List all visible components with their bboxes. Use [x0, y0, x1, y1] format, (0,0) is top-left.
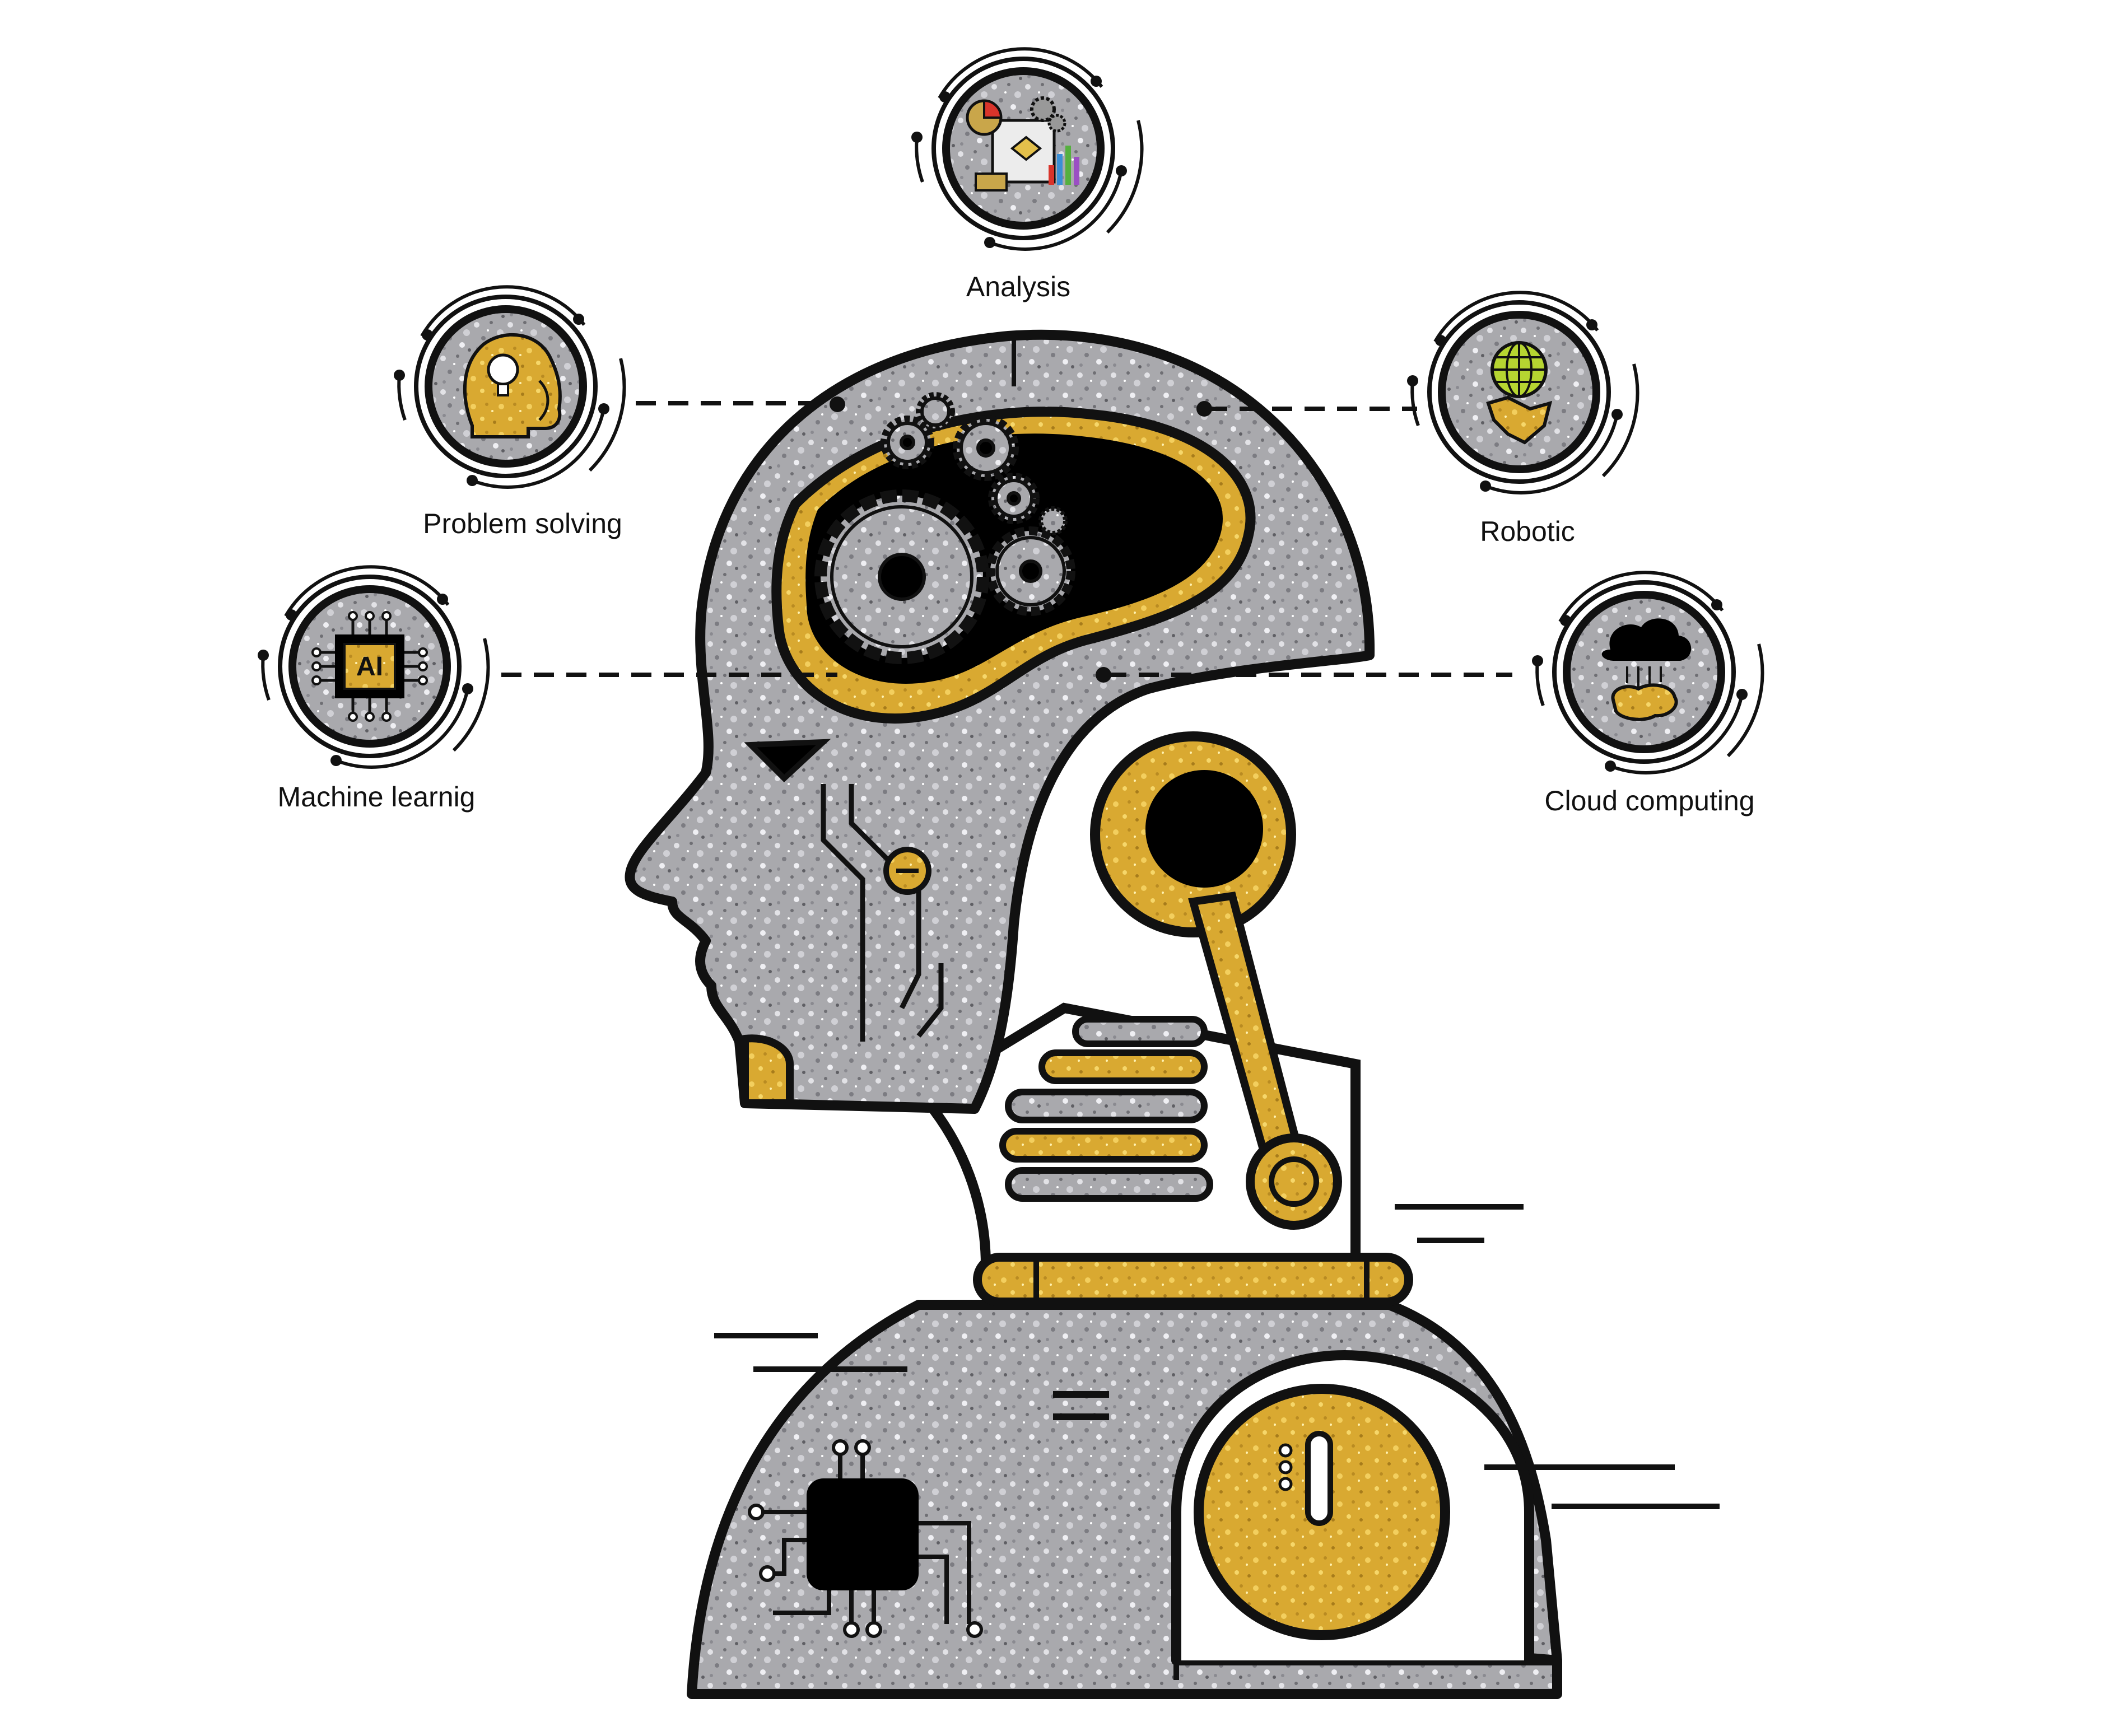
label-machine-learning: Machine learnig [277, 781, 476, 813]
analysis-chart-gears-icon [966, 96, 1079, 192]
node-cloud-computing [1532, 571, 1764, 774]
neck-stripes [999, 1016, 1213, 1202]
motion-lines [714, 1204, 1720, 1680]
ai-chip-icon [311, 611, 428, 722]
chin-plate [741, 1034, 794, 1107]
ear-hole [1145, 770, 1263, 888]
node-machine-learning [258, 565, 490, 769]
robot-collar [973, 1253, 1413, 1306]
shoulder-dot [1278, 1460, 1293, 1474]
ai-chip-text: AI [356, 652, 383, 682]
cloud-brain-icon [1601, 618, 1692, 721]
label-problem-solving: Problem solving [423, 508, 622, 539]
shoulder-slot [1305, 1431, 1333, 1526]
robot-eye [744, 739, 831, 782]
label-robotic: Robotic [1480, 516, 1575, 547]
label-cloud-computing: Cloud computing [1544, 785, 1755, 816]
connector-lines [501, 401, 1512, 677]
label-analysis: Analysis [966, 271, 1071, 302]
robot-hand-globe-icon [1486, 341, 1553, 445]
node-problem-solving [394, 285, 626, 489]
torso-chip-icon [748, 1439, 983, 1638]
head-lightbulb-icon [463, 333, 562, 438]
head-circuit [821, 784, 944, 1042]
connector-dots [830, 396, 1212, 683]
robot-head-profile-icon [625, 329, 1720, 1699]
shoulder-dot [1278, 1443, 1293, 1458]
brain-gears-icon [814, 392, 1075, 664]
node-robotic [1407, 291, 1639, 494]
ear-arm-joint-inner [1269, 1156, 1319, 1207]
node-analysis [911, 47, 1144, 251]
shoulder-dot [1278, 1477, 1293, 1491]
